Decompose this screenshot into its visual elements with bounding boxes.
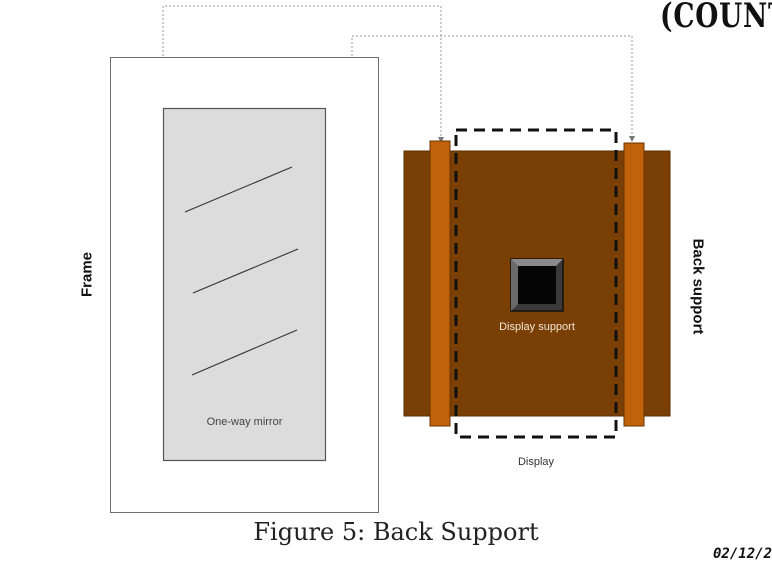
display-label: Display bbox=[517, 456, 555, 468]
connector-line-left bbox=[162, 5, 442, 140]
mirror-reflection-line-3 bbox=[191, 329, 298, 376]
mirror-reflection-line-2 bbox=[192, 248, 299, 294]
support-strip-right bbox=[623, 142, 645, 427]
one-way-mirror-label: One-way mirror bbox=[206, 416, 283, 428]
connector-arrow-left-icon bbox=[438, 137, 444, 143]
connector-arrow-right-icon bbox=[629, 136, 635, 142]
display-support-face bbox=[518, 266, 556, 304]
figure-caption: Figure 5: Back Support bbox=[253, 518, 539, 546]
connector-line-right bbox=[351, 35, 633, 139]
support-strip-left bbox=[429, 140, 451, 427]
frame-label: Frame bbox=[78, 251, 96, 298]
date-stamp: 02/12/2 bbox=[713, 546, 772, 562]
one-way-mirror bbox=[162, 107, 327, 462]
display-outline-dashed bbox=[454, 128, 618, 439]
display-support-bevel-left bbox=[511, 259, 518, 311]
back-support-label: Back support bbox=[689, 238, 707, 335]
mirror-reflection-line-1 bbox=[184, 166, 293, 213]
display-support-label: Display support bbox=[499, 321, 575, 333]
display-support-bevel-top bbox=[511, 259, 563, 266]
corner-heading-text: (COUNT bbox=[660, 0, 772, 36]
figure-caption-row: Figure 5: Back Support bbox=[0, 518, 772, 546]
